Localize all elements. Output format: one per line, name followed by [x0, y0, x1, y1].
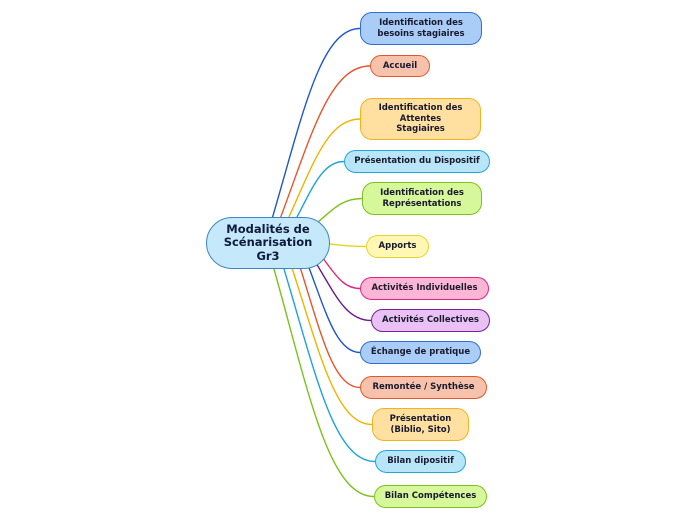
connector-line: [279, 65, 371, 220]
connector-line: [315, 262, 372, 322]
topic-node[interactable]: Activités Collectives: [371, 309, 490, 332]
connector-line: [273, 268, 375, 498]
topic-node[interactable]: Apports: [366, 235, 429, 258]
topic-node[interactable]: Activités Individuelles: [360, 277, 489, 300]
topic-node[interactable]: Identification des besoins stagiaires: [360, 12, 482, 45]
connector-line: [283, 268, 376, 463]
connector-line: [329, 243, 367, 248]
topic-node[interactable]: Échange de pratique: [360, 341, 481, 364]
connector-line: [321, 256, 361, 290]
topic-node[interactable]: Bilan Compétences: [374, 485, 487, 508]
topic-node[interactable]: Identification des Attentes Stagiaires: [360, 98, 481, 140]
connector-line: [307, 264, 361, 354]
connector-line: [299, 266, 361, 389]
connector-line: [291, 267, 373, 426]
connector-line: [295, 160, 345, 220]
topic-node[interactable]: Remontée / Synthèse: [360, 376, 487, 399]
connector-line: [287, 118, 361, 220]
central-topic[interactable]: Modalités de Scénarisation Gr3: [206, 217, 330, 269]
topic-node[interactable]: Présentation du Dispositif: [344, 150, 490, 173]
topic-node[interactable]: Identification des Représentations: [362, 182, 482, 215]
connector-line: [317, 197, 363, 223]
topic-node[interactable]: Bilan dipositif: [375, 450, 466, 473]
connector-line: [271, 27, 361, 220]
topic-node[interactable]: Accueil: [370, 55, 430, 77]
topic-node[interactable]: Présentation (Biblio, Sito): [372, 408, 469, 441]
